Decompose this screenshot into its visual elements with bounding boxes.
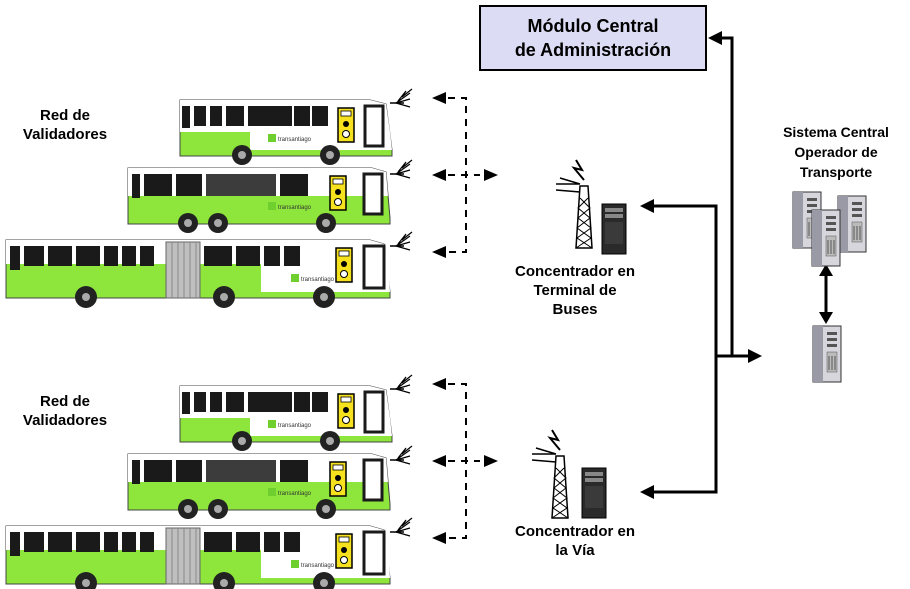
radio-tower-icon — [531, 429, 569, 519]
wireless-arrowheads-bottom — [432, 378, 498, 544]
road-concentrator-label: Concentrador en la Vía — [514, 523, 635, 559]
validator-network-label-bottom: Red de Validadores — [22, 393, 108, 429]
server-icon — [812, 325, 842, 383]
admin-module-line1: Módulo Central — [527, 16, 659, 36]
server-icon — [837, 195, 867, 253]
bus-top-1 — [178, 98, 394, 167]
bus-top-2 — [126, 166, 392, 235]
radio-tower-icon — [555, 159, 593, 249]
antenna-icon — [389, 374, 413, 394]
server-icon — [811, 209, 841, 267]
central-admin-module: Módulo Central de Administración — [479, 5, 707, 71]
bus-top-3 — [4, 238, 392, 310]
wireless-links-bottom — [448, 383, 480, 539]
bus-bottom-1 — [178, 384, 394, 453]
admin-module-line2: de Administración — [514, 40, 672, 60]
antenna-icon — [389, 88, 413, 108]
network-links — [644, 36, 828, 494]
bus-bottom-2 — [126, 452, 392, 521]
antenna-icon — [389, 231, 413, 251]
antenna-icon — [389, 159, 413, 179]
central-system-label: Sistema Central Operador de Transporte — [783, 124, 889, 180]
validator-network-label-top: Red de Validadores — [22, 107, 108, 143]
computer-tower-icon — [601, 203, 627, 255]
antenna-icon — [389, 517, 413, 537]
wireless-arrowheads-top — [432, 92, 498, 258]
network-arrowheads — [640, 31, 833, 499]
computer-tower-icon — [581, 467, 607, 519]
antenna-icon — [389, 445, 413, 465]
terminal-concentrator-label: Concentrador en Terminal de Buses — [514, 263, 635, 318]
wireless-links-top — [448, 97, 480, 253]
bus-bottom-3 — [4, 524, 392, 589]
